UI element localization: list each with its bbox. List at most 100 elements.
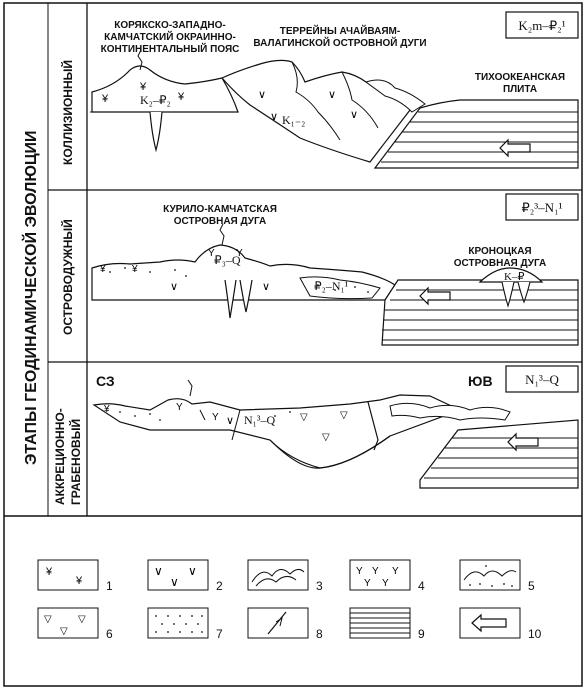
legend-num-1: 1: [106, 579, 113, 593]
svg-text:▽: ▽: [78, 614, 86, 625]
deformed-sediments-1: [364, 79, 426, 113]
volcano-vent-1: [137, 49, 143, 71]
formula-p2-n1: ₽₂–N₁¹: [314, 279, 349, 293]
label-koryak-2: КАМЧАТСКИЙ ОКРАИННО-: [104, 30, 236, 43]
label-terranes-1: ТЕРРЕЙНЫ АЧАЙВАЯМ-: [280, 24, 400, 37]
pattern-6a: ▽: [300, 412, 308, 423]
pattern-2b: ∨: [270, 111, 278, 123]
kronotsky-arc: [478, 267, 544, 283]
sand-dots-pattern-icon: [147, 607, 209, 639]
pattern-6c: ▽: [322, 432, 330, 443]
svg-text:Y: Y: [382, 578, 389, 589]
label-kurile-1: КУРИЛО-КАМЧАТСКАЯ: [163, 204, 277, 215]
svg-text:¥: ¥: [75, 575, 83, 587]
fault-1: [231, 409, 241, 441]
formula-k1-2: K₁₋₂: [282, 113, 305, 127]
folded-sediments-2: [299, 276, 381, 300]
feeder-3: [239, 279, 253, 313]
legend-num-3: 3: [316, 579, 323, 593]
legend-num-10: 10: [528, 627, 542, 641]
panel-collision: K₂m–₽₂¹ КОРЯКСКО-ЗАПАДНО- КАМЧАТСКИЙ ОКР…: [90, 11, 579, 169]
feeder-4: [501, 281, 515, 308]
pattern-1a: ¥: [101, 93, 109, 105]
formula-n1-q: N₁³–Q: [244, 413, 275, 427]
oceanic-lines-1: [381, 111, 578, 163]
pattern-1d: ¥: [99, 264, 106, 275]
motion-arrow-1: [499, 138, 531, 158]
pattern-2a: ∨: [258, 89, 266, 101]
side-title-main: ЭТАПЫ ГЕОДИНАМИЧЕСКОЙ ЭВОЛЮЦИИ: [21, 130, 40, 465]
side-title-collision: КОЛЛИЗИОННЫЙ: [60, 60, 75, 165]
stage-box-2: [505, 193, 579, 221]
panel-accretion: N₁³–Q СЗ ЮВ ¥ Y Y ∨ ▽ ▽ ▽ N₁³–Q: [92, 365, 579, 489]
legend-item-5: 5: [459, 559, 535, 593]
stage-box-1: [505, 11, 579, 39]
svg-text:∨: ∨: [154, 564, 163, 578]
stage-label-1: K₂m–₽₂¹: [518, 18, 565, 33]
legend-item-8: 8: [247, 607, 323, 641]
svg-text:▽: ▽: [44, 614, 52, 625]
svg-text:Y: Y: [392, 566, 399, 577]
label-koryak-3: КОНТИНЕНТАЛЬНЫЙ ПОЯС: [101, 42, 240, 55]
direction-se: ЮВ: [468, 373, 493, 389]
motion-arrow-2: [419, 286, 451, 306]
pattern-2d: ∨: [350, 109, 358, 121]
koryak-block: [91, 65, 239, 113]
dots-3: [119, 411, 291, 421]
oceanic-lines-3: [424, 437, 578, 479]
formula-k-p: K–₽: [504, 271, 524, 283]
label-kronotsky-2: ОСТРОВНАЯ ДУГА: [454, 258, 547, 269]
legend-item-2: ∨∨∨ 2: [147, 559, 223, 593]
label-pacific-1: ТИХООКЕАНСКАЯ: [475, 72, 565, 83]
motion-arrow-3: [507, 432, 539, 452]
pattern-6b: ▽: [340, 410, 348, 421]
direction-nw: СЗ: [96, 373, 115, 389]
svg-text:∨: ∨: [188, 564, 197, 578]
dots-2: [109, 267, 369, 293]
feeder-2: [224, 279, 237, 319]
formula-k2-p2: K₂–₽₂: [140, 93, 171, 107]
pattern-1f: ¥: [103, 404, 110, 415]
pattern-2e: ∨: [170, 281, 178, 293]
fault-2: [367, 401, 379, 451]
pattern-2c: ∨: [328, 89, 336, 101]
volcanic-felsic-pattern-icon: [37, 559, 99, 591]
legend-item-3: 3: [247, 559, 323, 593]
legend-num-8: 8: [316, 627, 323, 641]
legend-num-6: 6: [106, 627, 113, 641]
svg-text:▽: ▽: [60, 626, 68, 637]
andesite-pattern-icon: [349, 559, 411, 591]
legend-num-2: 2: [216, 579, 223, 593]
pattern-4a: Y: [208, 248, 215, 259]
label-pacific-2: ПЛИТА: [503, 84, 537, 95]
pattern-1c: ¥: [177, 91, 185, 103]
feeder-1: [149, 111, 163, 153]
legend-num-9: 9: [418, 627, 425, 641]
pattern-1b: ¥: [139, 81, 147, 93]
legend-num-5: 5: [528, 579, 535, 593]
legend-item-6: ▽ ▽ ▽ 6: [37, 607, 113, 641]
pattern-1e: ¥: [131, 264, 138, 275]
legend-item-7: 7: [147, 607, 223, 641]
thrust-2: [341, 71, 379, 129]
label-kronotsky-1: КРОНОЦКАЯ: [468, 246, 531, 257]
side-title-accretion-2: ГРАБЕНОВЫЙ: [68, 419, 83, 505]
legend-item-9: 9: [349, 607, 425, 641]
deformed-sediments-3: [389, 402, 511, 421]
stage-label-3: N₁³–Q: [525, 372, 559, 387]
volcano-vent-2: [219, 223, 225, 246]
volcanic-mafic-pattern-icon: [147, 559, 209, 591]
svg-text:Y: Y: [364, 578, 371, 589]
legend-num-7: 7: [216, 627, 223, 641]
svg-text:Y: Y: [356, 566, 363, 577]
pattern-2f: ∨: [262, 281, 270, 293]
stage-box-3: [505, 365, 579, 393]
label-terranes-2: ВАЛАГИНСКОЙ ОСТРОВНОЙ ДУГИ: [253, 36, 426, 49]
outer-frame: [3, 2, 583, 687]
legend-item-1: ¥¥ 1: [37, 559, 113, 593]
pattern-4b: Y: [236, 248, 243, 259]
volcano-vent-3: [187, 379, 193, 397]
label-koryak-1: КОРЯКСКО-ЗАПАДНО-: [114, 20, 225, 31]
